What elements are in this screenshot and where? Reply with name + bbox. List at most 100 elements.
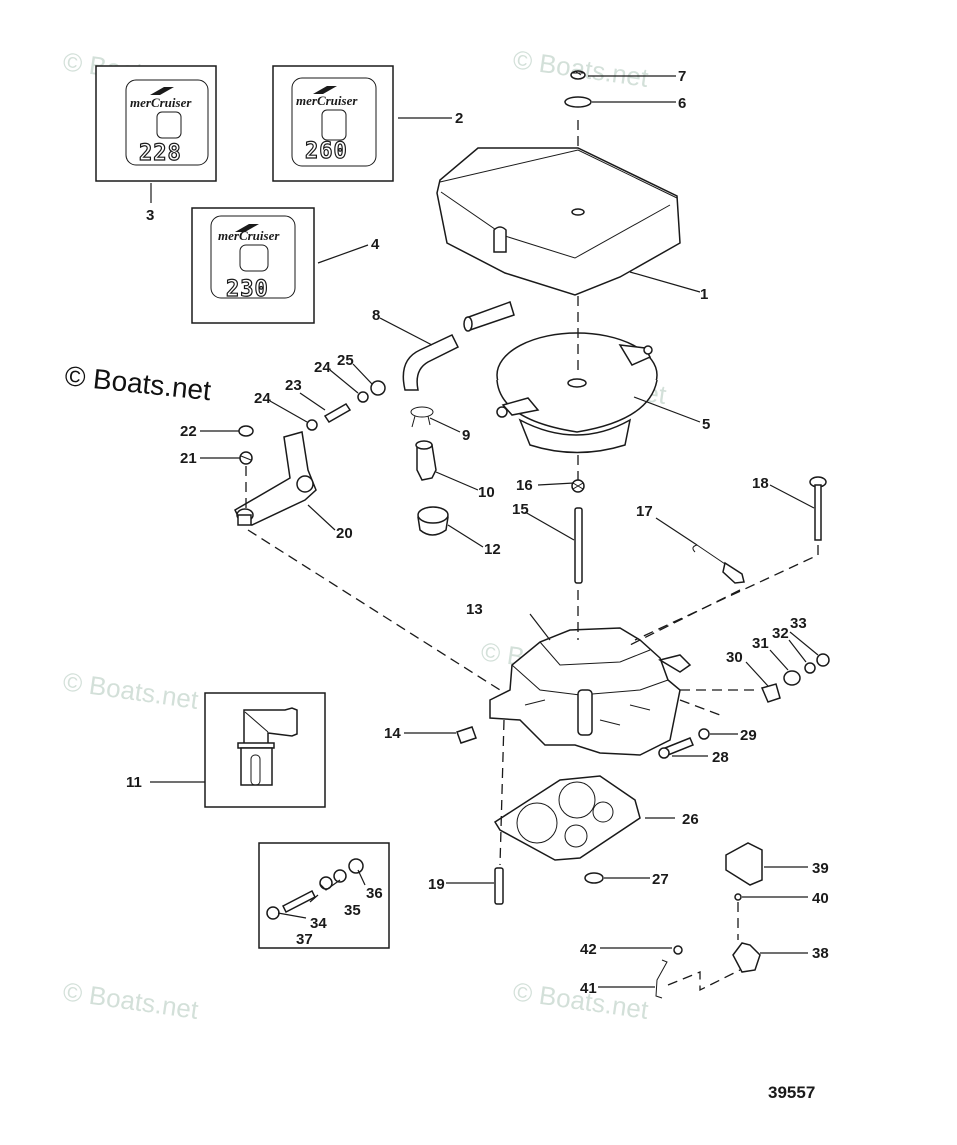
callout-10[interactable]: 10 [478, 484, 495, 501]
stud-19[interactable] [494, 867, 504, 905]
callout-30[interactable]: 30 [726, 649, 743, 666]
callout-17[interactable]: 17 [636, 503, 653, 520]
callout-3[interactable]: 3 [146, 207, 154, 224]
callout-11[interactable]: 11 [126, 774, 142, 791]
callout-2[interactable]: 2 [455, 110, 463, 127]
callout-1[interactable]: 1 [700, 286, 708, 303]
washer-32[interactable] [804, 662, 816, 674]
nut-21[interactable] [239, 451, 253, 465]
bushing-22[interactable] [238, 425, 254, 437]
watermark-prominent: © Boats.net [63, 360, 212, 406]
callout-15[interactable]: 15 [512, 501, 529, 518]
washer-29[interactable] [698, 728, 710, 740]
callout-33[interactable]: 33 [790, 615, 807, 632]
bracket-38[interactable] [732, 942, 761, 973]
carburetor[interactable] [489, 627, 692, 756]
screw-40[interactable] [734, 893, 742, 901]
brand-swoosh-icon [235, 224, 259, 232]
brand-swoosh-icon [150, 87, 174, 95]
washer-24-lower[interactable] [306, 419, 318, 431]
clip-41[interactable] [655, 959, 668, 999]
callout-28[interactable]: 28 [712, 749, 729, 766]
callout-20[interactable]: 20 [336, 525, 353, 542]
brand-swoosh-icon [313, 86, 337, 94]
callout-19[interactable]: 19 [428, 876, 445, 893]
callout-24[interactable]: 24 [314, 359, 331, 376]
callout-40[interactable]: 40 [812, 890, 829, 907]
callout-18[interactable]: 18 [752, 475, 769, 492]
decal-230[interactable]: merCruiser 230 [191, 207, 315, 324]
washer-24-upper[interactable] [357, 391, 369, 403]
washer-42[interactable] [673, 945, 683, 955]
callout-39[interactable]: 39 [812, 860, 829, 877]
callout-16[interactable]: 16 [516, 477, 533, 494]
stud-15[interactable] [574, 507, 583, 584]
clamp[interactable] [410, 406, 434, 428]
figure-number: 39557 [768, 1083, 815, 1102]
callout-22[interactable]: 22 [180, 423, 197, 440]
callout-8[interactable]: 8 [372, 307, 380, 324]
watermark: © Boats.net [61, 976, 201, 1025]
spacer-30[interactable] [760, 683, 781, 703]
callout-42[interactable]: 42 [580, 941, 597, 958]
decal-brand: merCruiser [218, 228, 280, 243]
nut-16[interactable] [571, 479, 585, 493]
plug[interactable] [584, 872, 604, 884]
throttle-rod[interactable] [692, 544, 745, 584]
watermark: © Boats.net [61, 666, 201, 715]
callout-4[interactable]: 4 [371, 236, 380, 253]
screw-28[interactable] [658, 737, 694, 759]
decal-260[interactable]: merCruiser 260 [272, 65, 394, 182]
callout-6[interactable]: 6 [678, 95, 686, 112]
callout-12[interactable]: 12 [484, 541, 501, 558]
decal-model: 228 [139, 141, 182, 166]
bushing-31[interactable] [783, 670, 801, 686]
callout-5[interactable]: 5 [702, 416, 710, 433]
callout-13[interactable]: 13 [466, 601, 483, 618]
gasket[interactable] [493, 775, 641, 861]
callout-26[interactable]: 26 [682, 811, 699, 828]
screw-18[interactable] [809, 476, 827, 541]
stud-23[interactable] [323, 403, 352, 423]
hardware-kit-box[interactable] [258, 842, 390, 949]
nut-25[interactable] [370, 380, 386, 396]
callout-35[interactable]: 35 [344, 902, 361, 919]
callout-38[interactable]: 38 [812, 945, 829, 962]
callout-32[interactable]: 32 [772, 625, 789, 642]
callout-34[interactable]: 34 [310, 915, 327, 932]
callout-7[interactable]: 7 [678, 68, 686, 85]
callout-29[interactable]: 29 [740, 727, 757, 744]
callout-37[interactable]: 37 [296, 931, 313, 948]
bracket[interactable] [234, 431, 317, 526]
callout-23[interactable]: 23 [285, 377, 302, 394]
nut-7[interactable] [570, 70, 586, 80]
grommet[interactable] [417, 506, 449, 536]
hose[interactable] [402, 301, 515, 391]
pcv-valve[interactable] [415, 440, 437, 481]
callout-9[interactable]: 9 [462, 427, 470, 444]
cap-39[interactable] [725, 842, 763, 886]
callout-21[interactable]: 21 [180, 450, 197, 467]
callout-25[interactable]: 25 [337, 352, 354, 369]
decal-model: 260 [305, 139, 348, 164]
assembly-lines [245, 120, 819, 992]
callout-31[interactable]: 31 [752, 635, 769, 652]
callout-27[interactable]: 27 [652, 871, 669, 888]
callout-14[interactable]: 14 [384, 725, 401, 742]
callouts: 1 2 3 4 5 6 7 8 9 10 11 12 13 14 15 16 1… [126, 68, 829, 997]
callout-24[interactable]: 24 [254, 390, 271, 407]
decal-model: 230 [226, 277, 269, 302]
callout-36[interactable]: 36 [366, 885, 383, 902]
nut-33[interactable] [816, 653, 830, 667]
decal-brand: merCruiser [130, 95, 192, 110]
washer-6[interactable] [564, 96, 592, 108]
elbow-fitting-box[interactable] [204, 692, 326, 808]
fitting-14[interactable] [456, 726, 477, 744]
decal-228[interactable]: merCruiser 228 [95, 65, 217, 182]
leader-lines [150, 75, 819, 988]
watermark: © Boats.net [511, 44, 651, 93]
callout-41[interactable]: 41 [580, 980, 597, 997]
decal-brand: merCruiser [296, 93, 358, 108]
flame-arrestor[interactable] [496, 332, 658, 454]
flame-arrestor-cover[interactable] [436, 147, 681, 296]
